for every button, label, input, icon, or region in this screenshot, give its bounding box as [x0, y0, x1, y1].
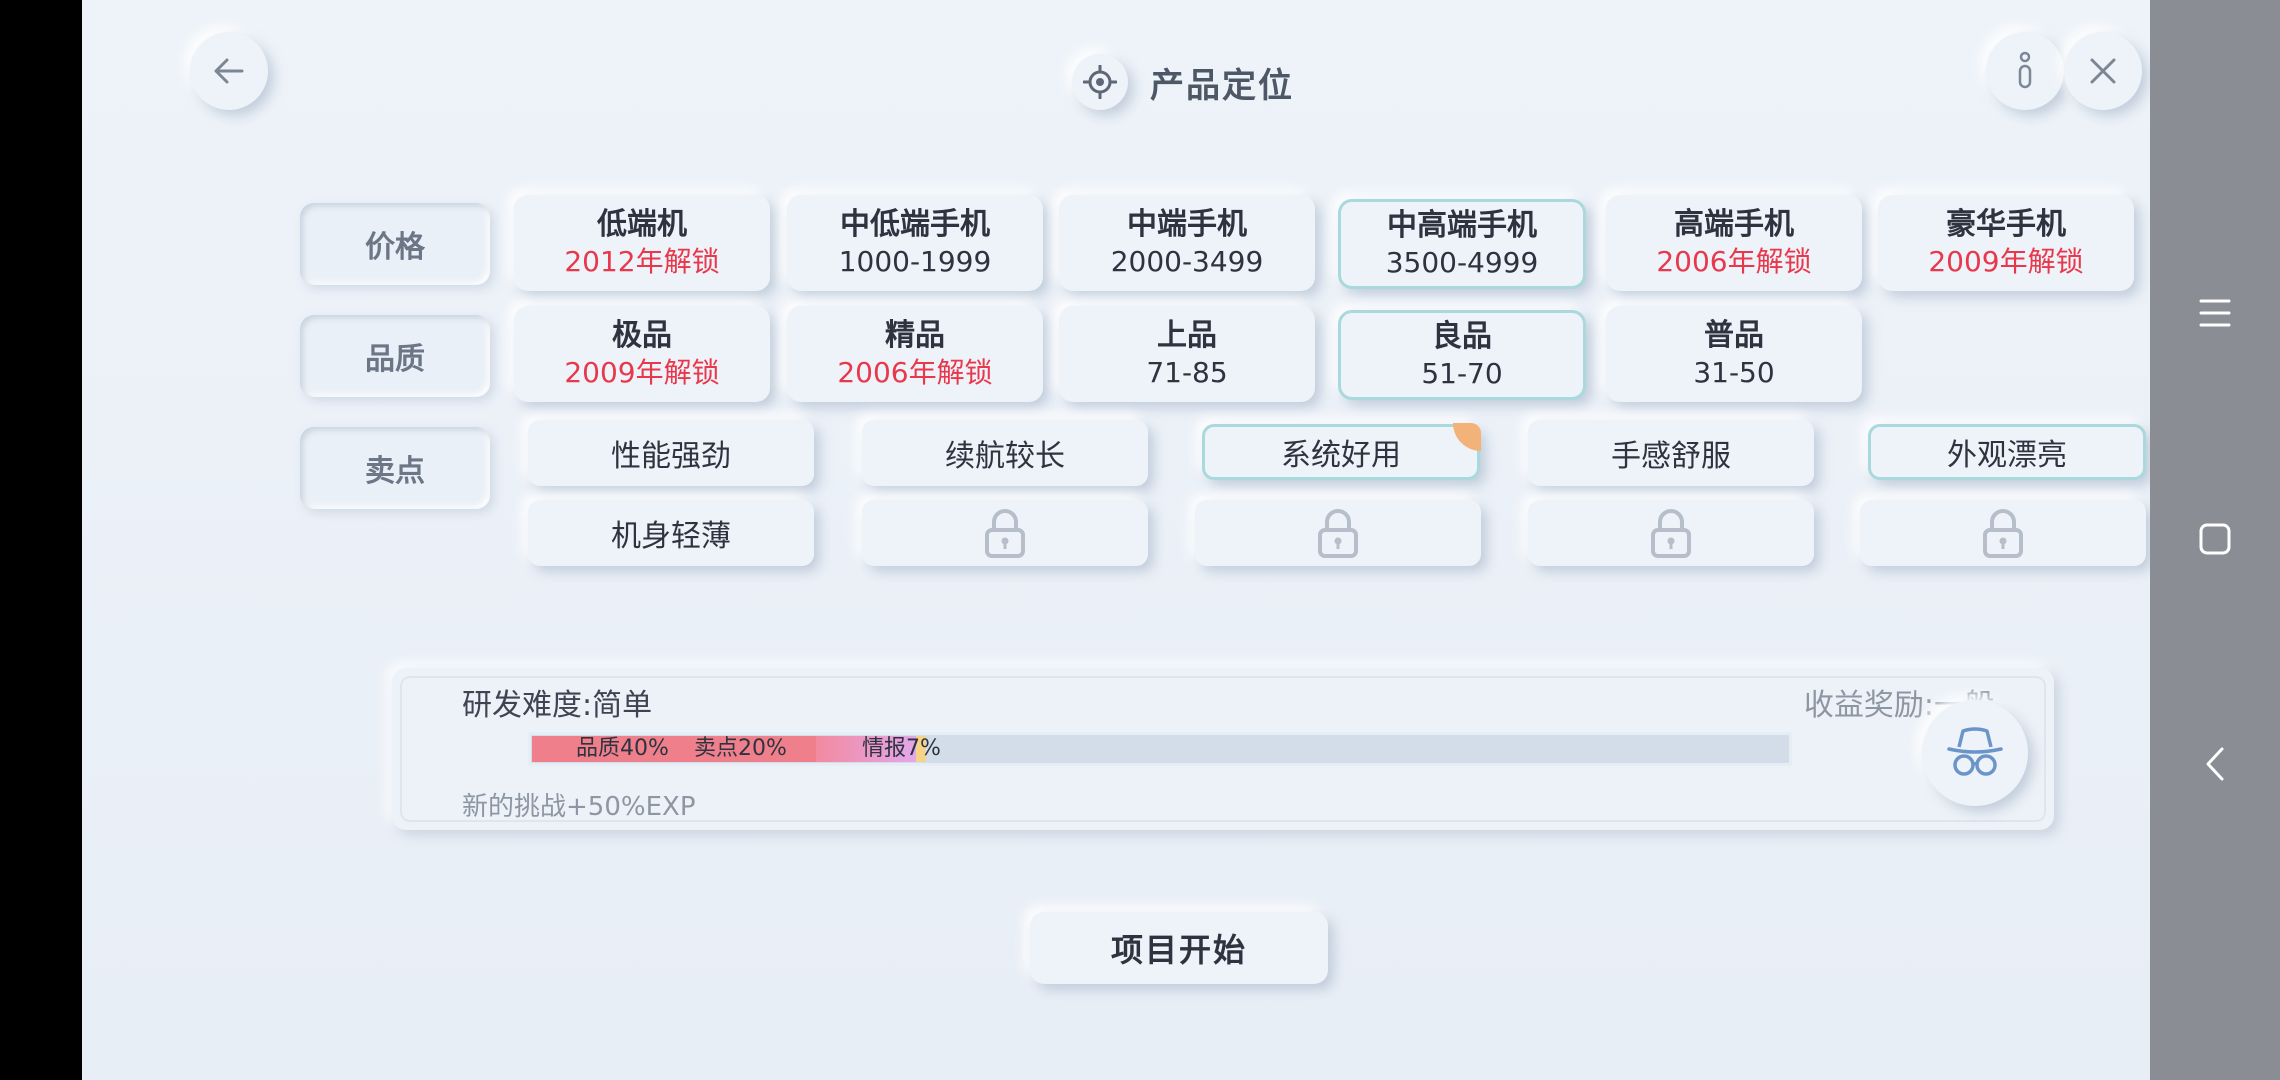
chevron-left-icon	[2206, 747, 2224, 781]
price-option-mid-high[interactable]: 中高端手机 3500-4999	[1338, 199, 1586, 289]
locked-selling-slot[interactable]	[1528, 500, 1814, 566]
option-name: 良品	[1432, 319, 1492, 354]
option-detail: 31-50	[1693, 356, 1775, 389]
option-detail: 2006年解锁	[837, 356, 993, 389]
start-project-button[interactable]: 项目开始	[1030, 912, 1328, 984]
quality-option-premium[interactable]: 极品 2009年解锁	[514, 306, 770, 402]
selling-percent-label: 卖点20%	[694, 736, 787, 761]
price-option-luxury[interactable]: 豪华手机 2009年解锁	[1878, 195, 2134, 291]
selling-point-label: 系统好用	[1281, 438, 1401, 473]
selling-point-label: 卖点	[300, 427, 490, 509]
system-navigation-bar	[2150, 0, 2280, 1080]
locked-selling-slot[interactable]	[1860, 500, 2146, 566]
option-detail: 2006年解锁	[1656, 245, 1812, 278]
option-name: 普品	[1704, 318, 1764, 353]
panel-frame	[400, 676, 2046, 822]
padlock-icon	[1318, 509, 1358, 558]
selling-point-feel[interactable]: 手感舒服	[1528, 420, 1814, 486]
selling-point-system[interactable]: 系统好用	[1202, 423, 1481, 480]
quality-label: 品质	[300, 315, 490, 397]
info-icon	[2018, 51, 2032, 89]
selling-point-performance[interactable]: 性能强劲	[528, 420, 814, 486]
locked-selling-slot[interactable]	[862, 500, 1148, 566]
bonus-text: 新的挑战+50%EXP	[462, 792, 696, 822]
progress-bar: 品质40% 卖点20% 情报7%	[528, 732, 1792, 766]
quality-percent-label: 品质40%	[576, 736, 669, 761]
intel-percent-label: 情报7%	[862, 736, 941, 761]
page-header: 产品定位	[1072, 54, 1294, 110]
spy-hat-glasses-icon	[1947, 727, 2003, 776]
price-label: 价格	[300, 203, 490, 285]
quality-segment	[532, 736, 816, 762]
option-detail: 71-85	[1146, 356, 1228, 389]
selling-point-battery[interactable]: 续航较长	[862, 420, 1148, 486]
quality-option-good[interactable]: 良品 51-70	[1338, 310, 1586, 400]
spy-button[interactable]	[1922, 700, 2028, 806]
option-name: 极品	[612, 318, 672, 353]
option-detail: 2009年解锁	[1928, 245, 2084, 278]
arrow-left-icon	[214, 58, 244, 84]
app-screen: 产品定位 价格 品质 卖点 低端机 2012年解锁 中低端手机 1000-199…	[82, 0, 2150, 1080]
option-name: 低端机	[597, 207, 687, 242]
target-icon	[1072, 54, 1128, 110]
development-summary-panel: 研发难度:简单 收益奖励:一般 品质40% 卖点20% 情报7% 新的挑战+50…	[392, 668, 2054, 830]
system-back-button[interactable]	[2150, 746, 2280, 782]
selling-point-appearance[interactable]: 外观漂亮	[1868, 424, 2146, 480]
option-detail: 3500-4999	[1385, 246, 1539, 279]
new-badge	[1453, 423, 1481, 451]
option-detail: 2009年解锁	[564, 356, 720, 389]
difficulty-text: 研发难度:简单	[462, 688, 653, 723]
menu-icon	[2199, 299, 2231, 327]
selling-point-thin[interactable]: 机身轻薄	[528, 500, 814, 566]
option-detail: 1000-1999	[838, 245, 992, 278]
price-option-mid-low[interactable]: 中低端手机 1000-1999	[787, 195, 1043, 291]
quality-option-ordinary[interactable]: 普品 31-50	[1606, 306, 1862, 402]
option-name: 精品	[885, 318, 945, 353]
option-name: 中端手机	[1127, 207, 1247, 242]
close-button[interactable]	[2064, 32, 2142, 110]
quality-option-superior[interactable]: 上品 71-85	[1059, 306, 1315, 402]
menu-button[interactable]	[2150, 298, 2280, 328]
info-button[interactable]	[1986, 32, 2064, 110]
option-name: 上品	[1157, 318, 1217, 353]
option-detail: 2000-3499	[1110, 245, 1264, 278]
option-detail: 51-70	[1421, 357, 1503, 390]
intel-segment	[916, 736, 927, 762]
option-name: 高端手机	[1674, 207, 1794, 242]
option-detail: 2012年解锁	[564, 245, 720, 278]
padlock-icon	[985, 509, 1025, 558]
locked-selling-slot[interactable]	[1195, 500, 1481, 566]
close-icon	[2090, 58, 2116, 84]
selling-point-segment	[815, 736, 917, 762]
square-icon	[2199, 523, 2231, 555]
padlock-icon	[1983, 509, 2023, 558]
option-name: 豪华手机	[1946, 207, 2066, 242]
option-name: 中高端手机	[1387, 208, 1537, 243]
back-button[interactable]	[190, 32, 268, 110]
price-option-mid[interactable]: 中端手机 2000-3499	[1059, 195, 1315, 291]
home-button[interactable]	[2150, 522, 2280, 556]
option-name: 中低端手机	[840, 207, 990, 242]
padlock-icon	[1651, 509, 1691, 558]
page-title: 产品定位	[1150, 65, 1294, 106]
quality-option-fine[interactable]: 精品 2006年解锁	[787, 306, 1043, 402]
price-option-high[interactable]: 高端手机 2006年解锁	[1606, 195, 1862, 291]
price-option-low[interactable]: 低端机 2012年解锁	[514, 195, 770, 291]
